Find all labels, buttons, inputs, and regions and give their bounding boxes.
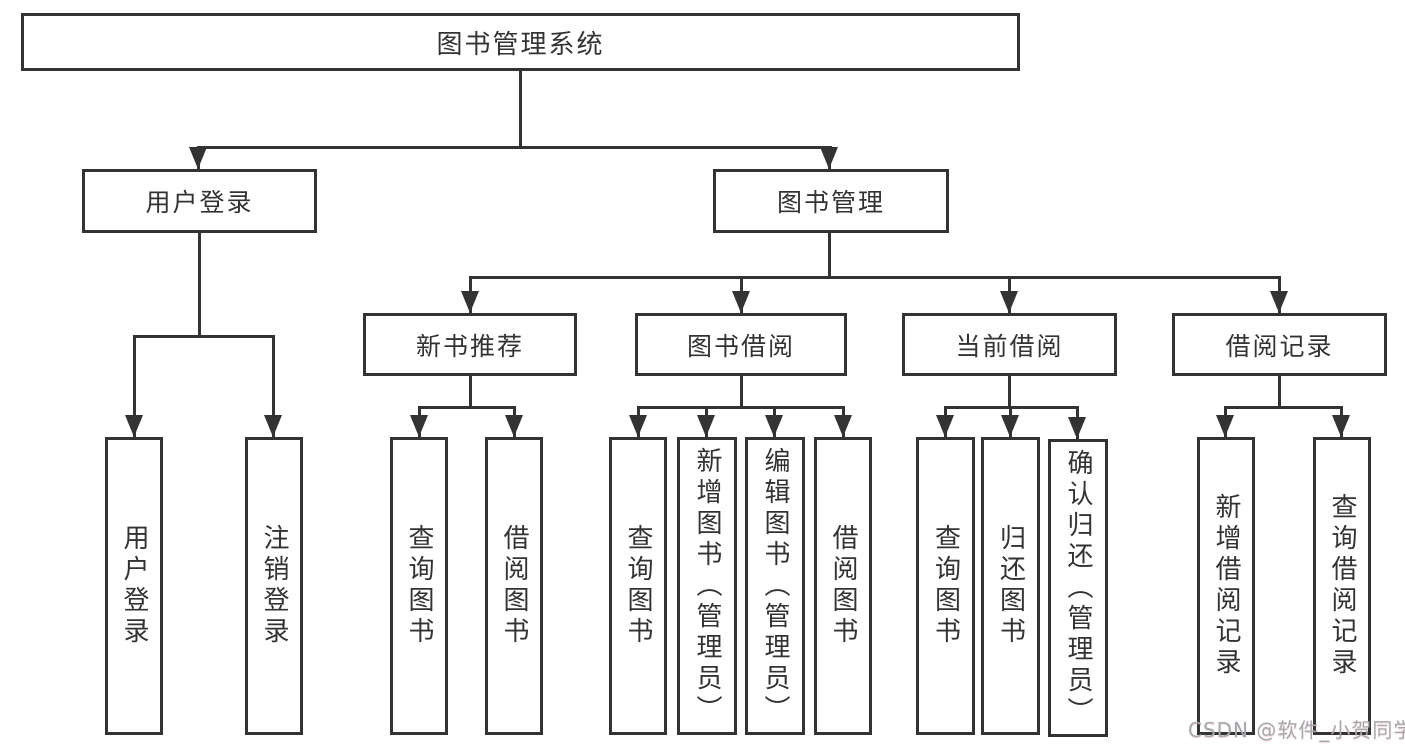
arrowhead-new-book-recommend [461,291,479,313]
connector-ul-stem [198,233,201,338]
connector-nbr-stem [469,376,472,409]
connector-bm-stem [828,233,831,278]
node-book-borrow-label: 图书借阅 [686,331,795,361]
connector-bm-crossbar [469,276,1281,279]
leaf-return-book-label: 归还图书 [995,524,1026,648]
connector-cb-stem [1008,376,1011,409]
leaf-borrow-books-recommend-label: 借阅图书 [499,524,529,648]
leaf-return-book: 归还图书 [981,437,1040,735]
node-book-management-label: 图书管理 [776,188,885,217]
leaf-logout: 注销登录 [245,437,303,735]
leaf-borrow-books-label: 借阅图书 [828,524,858,648]
arrowhead-leaf-add-borrow-record [1216,415,1234,437]
connector-ul-drop-1 [133,335,136,437]
node-book-borrow: 图书借阅 [635,313,847,376]
leaf-confirm-return-admin: 确认归还（管理员） [1048,439,1108,737]
arrowhead-leaf-confirm-return [1068,417,1086,439]
arrowhead-leaf-query-books-borrow [629,415,647,437]
leaf-edit-book-admin: 编辑图书（管理员） [745,437,805,735]
arrowhead-leaf-borrow-books [834,415,852,437]
node-root-label: 图书管理系统 [436,29,605,60]
arrowhead-leaf-query-books-current [936,415,954,437]
connector-br-crossbar [1224,406,1343,409]
connector-root-crossbar [197,146,832,149]
connector-nbr-crossbar [418,406,516,409]
watermark: CSDN @软件_小贺同学 [1188,718,1405,742]
leaf-add-book-admin: 新增图书（管理员） [677,437,737,735]
connector-ul-drop-2 [272,335,275,437]
connector-bb-crossbar [637,406,845,409]
leaf-logout-label: 注销登录 [259,524,289,648]
leaf-query-books-recommend-label: 查询图书 [404,524,434,648]
leaf-query-borrow-record-label: 查询借阅记录 [1327,493,1357,679]
arrowhead-borrow-records [1270,291,1288,313]
arrowhead-leaf-logout [264,415,282,437]
node-borrow-records: 借阅记录 [1172,313,1387,376]
arrowhead-leaf-edit-book-admin [765,415,783,437]
arrowhead-book-borrow [732,291,750,313]
arrowhead-book-management [820,147,838,169]
leaf-user-login-label: 用户登录 [119,524,149,648]
connector-root-stem [519,70,522,147]
arrowhead-user-login [189,147,207,169]
leaf-add-book-admin-label: 新增图书（管理员） [692,446,722,726]
connector-br-stem [1278,376,1281,409]
node-user-login: 用户登录 [82,169,317,233]
leaf-query-books-recommend: 查询图书 [390,437,448,735]
connector-bb-stem [740,376,743,409]
arrowhead-current-borrow [1000,291,1018,313]
leaf-add-borrow-record-label: 新增借阅记录 [1211,493,1241,679]
arrowhead-leaf-add-book-admin [697,415,715,437]
leaf-query-books-current-label: 查询图书 [930,524,961,648]
leaf-query-books-borrow-label: 查询图书 [623,524,653,648]
leaf-user-login: 用户登录 [105,437,163,735]
arrowhead-leaf-borrow-books-recommend [505,415,523,437]
leaf-borrow-books: 借阅图书 [814,437,872,735]
node-new-book-recommend-label: 新书推荐 [415,331,524,361]
leaf-query-books-borrow: 查询图书 [609,437,667,735]
node-current-borrow-label: 当前借阅 [955,331,1064,361]
arrowhead-leaf-query-borrow-record [1332,415,1350,437]
node-current-borrow: 当前借阅 [902,313,1117,376]
node-root: 图书管理系统 [21,13,1020,71]
arrowhead-leaf-query-books-recommend [410,415,428,437]
leaf-query-borrow-record: 查询借阅记录 [1313,437,1371,735]
connector-ul-crossbar [133,335,275,338]
arrowhead-leaf-user-login [125,415,143,437]
arrowhead-leaf-return-book [1001,415,1019,437]
leaf-borrow-books-recommend: 借阅图书 [485,437,543,735]
leaf-query-books-current: 查询图书 [916,437,975,735]
node-borrow-records-label: 借阅记录 [1225,331,1334,361]
node-new-book-recommend: 新书推荐 [363,313,577,376]
leaf-confirm-return-admin-label: 确认归还（管理员） [1063,448,1093,728]
leaf-add-borrow-record: 新增借阅记录 [1197,437,1255,735]
node-user-login-label: 用户登录 [145,188,254,217]
node-book-management: 图书管理 [713,169,949,233]
leaf-edit-book-admin-label: 编辑图书（管理员） [760,446,790,726]
